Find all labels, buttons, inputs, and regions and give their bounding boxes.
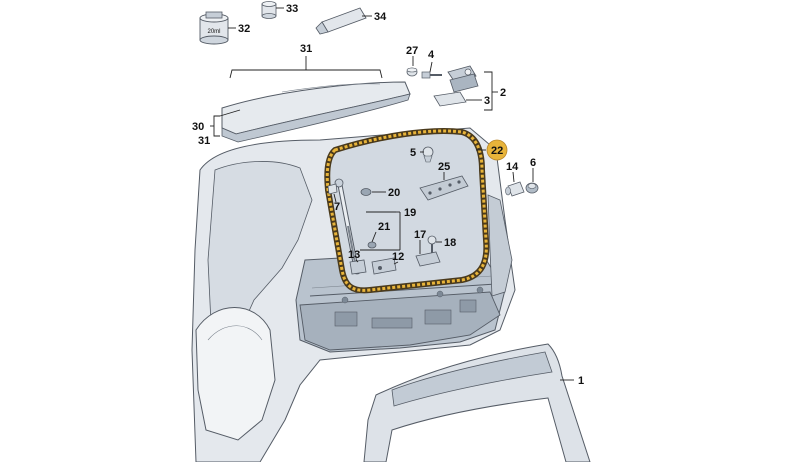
lock-striker-part-25 bbox=[419, 175, 469, 201]
label-2: 2 bbox=[500, 87, 506, 99]
bump-stop-part-14 bbox=[505, 181, 525, 197]
highlight-marker bbox=[486, 139, 508, 161]
label-30: 30 bbox=[192, 121, 204, 133]
label-33: 33 bbox=[286, 3, 298, 15]
wheel-arch bbox=[195, 307, 276, 441]
label-31-side: 31 bbox=[198, 135, 210, 147]
bolt-part-4 bbox=[421, 71, 442, 79]
part-labels: 32 33 34 31 30 31 27 4 2 3 22 5 14 6 25 … bbox=[192, 3, 584, 387]
label-20: 20 bbox=[388, 187, 400, 199]
grommet-part-20 bbox=[360, 188, 372, 196]
label-12: 12 bbox=[392, 251, 404, 263]
label-27: 27 bbox=[406, 45, 418, 57]
label-19: 19 bbox=[404, 207, 416, 219]
label-6: 6 bbox=[530, 157, 536, 169]
nut-part-21 bbox=[367, 241, 377, 249]
label-3: 3 bbox=[484, 95, 490, 107]
tailgate-part-1 bbox=[363, 343, 591, 462]
can-label: 20ml bbox=[207, 29, 220, 35]
label-34: 34 bbox=[374, 11, 387, 23]
label-14: 14 bbox=[506, 161, 519, 173]
roof-spoiler bbox=[221, 81, 411, 143]
bracket-part-13 bbox=[349, 259, 367, 275]
taillight-recess bbox=[487, 194, 513, 297]
clip-part-7 bbox=[327, 183, 338, 195]
container-part-33 bbox=[261, 1, 277, 19]
hinge-assembly bbox=[447, 65, 479, 93]
label-32: 32 bbox=[238, 23, 250, 35]
tailgate-seal bbox=[324, 127, 490, 294]
cap-part-27 bbox=[406, 67, 418, 77]
hinge-plate-part-3 bbox=[433, 91, 467, 107]
label-31-top: 31 bbox=[300, 43, 312, 55]
container-part-32: 20ml bbox=[199, 11, 229, 45]
frame-details bbox=[309, 275, 497, 329]
label-25: 25 bbox=[438, 161, 450, 173]
bracket-part-12 bbox=[371, 257, 397, 275]
label-17: 17 bbox=[414, 229, 426, 241]
label-21: 21 bbox=[378, 221, 390, 233]
bracket-part-17 bbox=[415, 251, 441, 267]
label-5: 5 bbox=[410, 147, 416, 159]
label-13: 13 bbox=[348, 249, 360, 261]
leader-lines bbox=[210, 7, 574, 381]
label-4: 4 bbox=[428, 49, 435, 61]
vehicle-body bbox=[191, 127, 516, 462]
tube-part-34 bbox=[315, 7, 367, 35]
label-22: 22 bbox=[491, 145, 503, 157]
label-18: 18 bbox=[444, 237, 456, 249]
label-1: 1 bbox=[578, 375, 584, 387]
label-7: 7 bbox=[334, 201, 340, 213]
bump-stop-part-6 bbox=[525, 182, 539, 194]
